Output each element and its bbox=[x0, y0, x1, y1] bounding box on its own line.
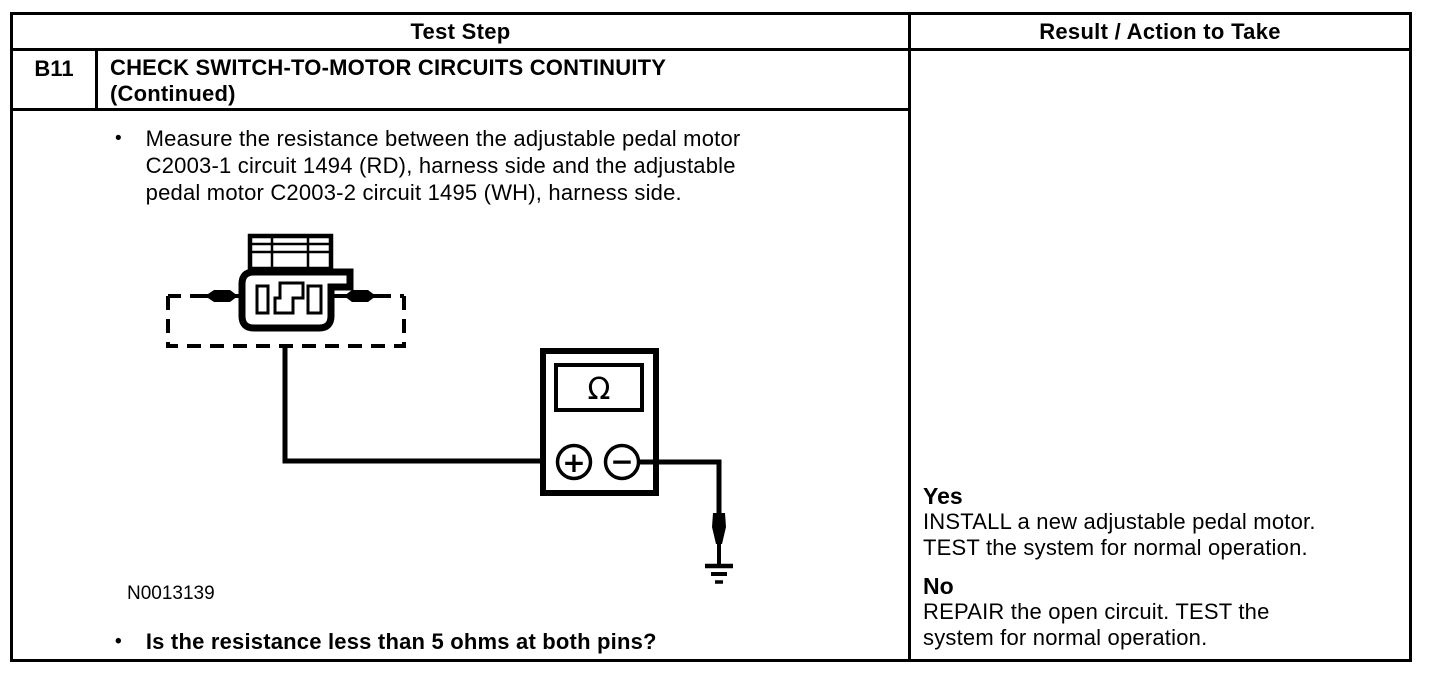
bullet-icon: • bbox=[115, 128, 122, 149]
minus-symbol: − bbox=[610, 445, 633, 478]
yes-label: Yes bbox=[923, 483, 963, 509]
step-body-cell: • Measure the resistance between the adj… bbox=[13, 111, 908, 659]
pedal-motor-connector-icon bbox=[238, 233, 354, 332]
result-no-block: No REPAIR the open circuit. TEST the sys… bbox=[923, 574, 1399, 651]
connector-terminal-zigzag bbox=[273, 281, 305, 315]
wire-negative bbox=[638, 459, 722, 513]
column-test-step: Test Step B11 CHECK SWITCH-TO-MOTOR CIRC… bbox=[13, 15, 911, 659]
question-text: Is the resistance less than 5 ohms at bo… bbox=[145, 629, 657, 654]
result-cell: Yes INSTALL a new adjustable pedal motor… bbox=[911, 51, 1409, 659]
result-yes-block: Yes INSTALL a new adjustable pedal motor… bbox=[923, 484, 1399, 561]
pinpoint-test-table: Test Step B11 CHECK SWITCH-TO-MOTOR CIRC… bbox=[10, 12, 1412, 662]
figure-caption: N0013139 bbox=[127, 583, 215, 604]
step-id-cell: B11 bbox=[13, 51, 98, 108]
header-cell-test-step: Test Step bbox=[13, 15, 908, 51]
no-label: No bbox=[923, 573, 954, 599]
test-probe-right-icon bbox=[344, 290, 376, 302]
header-cell-result: Result / Action to Take bbox=[911, 15, 1409, 51]
instruction-bullet: • Measure the resistance between the adj… bbox=[115, 125, 740, 206]
bullet-icon: • bbox=[115, 631, 122, 652]
no-action: REPAIR the open circuit. TEST the system… bbox=[923, 599, 1270, 650]
test-probe-left-icon bbox=[205, 290, 238, 302]
wire-positive bbox=[282, 346, 560, 464]
multimeter-icon: Ω + − bbox=[540, 348, 659, 496]
column-result: Result / Action to Take Yes INSTALL a ne… bbox=[911, 15, 1409, 659]
step-title: CHECK SWITCH-TO-MOTOR CIRCUITS CONTINUIT… bbox=[110, 55, 667, 106]
ohm-symbol: Ω bbox=[588, 372, 611, 407]
ground-symbol-icon bbox=[705, 563, 733, 584]
instruction-text: Measure the resistance between the adjus… bbox=[145, 126, 741, 205]
plus-symbol: + bbox=[562, 446, 585, 479]
ground-probe-icon bbox=[712, 513, 726, 544]
wiring-figure: Ω + − bbox=[166, 233, 733, 584]
question-bullet: • Is the resistance less than 5 ohms at … bbox=[115, 628, 657, 655]
yes-action: INSTALL a new adjustable pedal motor. TE… bbox=[923, 509, 1316, 560]
step-heading-row: B11 CHECK SWITCH-TO-MOTOR CIRCUITS CONTI… bbox=[13, 51, 908, 111]
breakout-dashed-loop bbox=[166, 294, 406, 348]
multimeter-display bbox=[554, 363, 644, 412]
positive-terminal bbox=[555, 443, 593, 481]
